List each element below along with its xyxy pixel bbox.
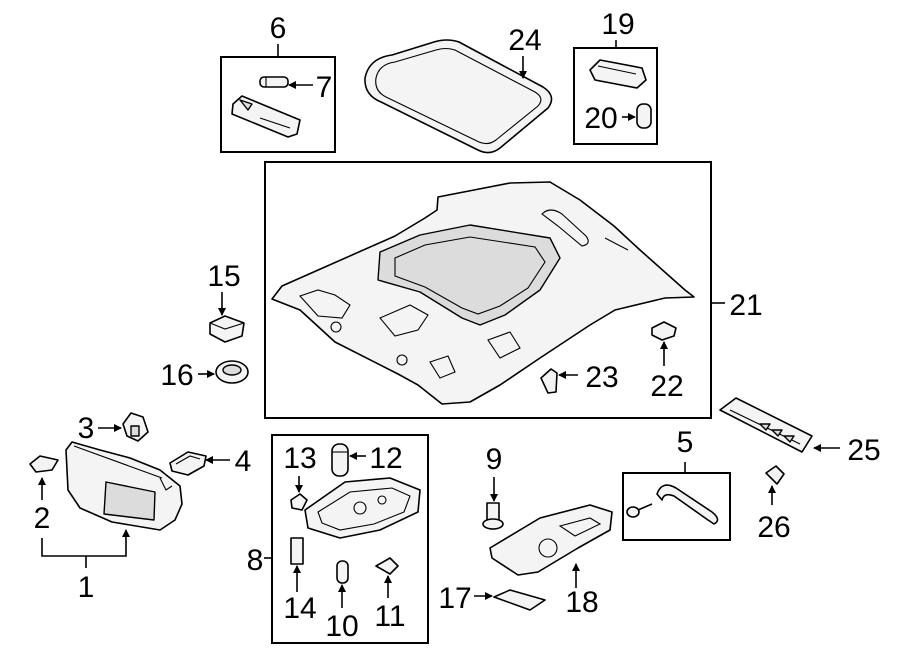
callout-7: 7	[316, 71, 333, 104]
switch-13-part	[290, 493, 308, 511]
overhead-console-8-part	[304, 477, 421, 539]
screw-5-part	[626, 503, 653, 518]
callout-5: 5	[677, 426, 694, 459]
vanity-lamp-part	[589, 59, 647, 89]
retainer-clip-15-part	[209, 315, 245, 343]
vanity-lamp-bulb-part	[636, 103, 652, 129]
callout-9: 9	[486, 443, 503, 476]
callout-22: 22	[650, 370, 683, 403]
cover-17-part	[493, 589, 546, 611]
callout-26: 26	[757, 511, 790, 544]
clip-26-part	[765, 465, 785, 485]
callout-10: 10	[325, 610, 358, 643]
mirror-lamp-4-part	[169, 451, 207, 476]
headliner-part	[271, 181, 695, 405]
sunvisor-holder-16-part	[215, 360, 249, 384]
callout-23: 23	[585, 361, 618, 394]
clip-23-part	[540, 368, 558, 394]
callout-2: 2	[34, 502, 51, 535]
callout-21: 21	[729, 289, 762, 322]
callout-6: 6	[270, 12, 287, 45]
callout-4: 4	[235, 445, 252, 478]
garnish-25-part	[719, 397, 813, 453]
callout-24: 24	[508, 24, 541, 57]
leader-1	[41, 529, 130, 557]
callout-12: 12	[369, 442, 402, 475]
callout-13: 13	[283, 442, 316, 475]
grab-handle-5-part	[656, 484, 719, 525]
callout-11: 11	[374, 600, 405, 633]
sun-visor-1-part	[65, 441, 183, 531]
callout-19: 19	[601, 8, 634, 41]
visor-hook-3-part	[122, 412, 149, 442]
group-frame-5	[622, 472, 731, 541]
group-frame-8	[271, 434, 429, 644]
lamp-lens-12-part	[331, 443, 349, 477]
callout-14: 14	[283, 592, 316, 625]
group-frame-21	[264, 161, 712, 419]
bulb-10-part	[336, 560, 349, 584]
callout-15: 15	[207, 260, 240, 293]
callout-16: 16	[160, 359, 193, 392]
socket-11-part	[375, 557, 399, 575]
sunroof-seal-part	[364, 39, 553, 154]
callout-20: 20	[584, 102, 617, 135]
pad-14-part	[290, 537, 304, 565]
callout-17: 17	[438, 582, 471, 615]
map-light-bulb-part	[259, 76, 289, 88]
callout-3: 3	[78, 412, 95, 445]
roof-console-18-part	[489, 504, 613, 576]
callout-1: 1	[78, 571, 95, 604]
bolt-9-part	[482, 502, 504, 530]
callout-8: 8	[247, 544, 264, 577]
dome-lamp-housing-part	[231, 95, 301, 138]
callout-18: 18	[565, 586, 598, 619]
mirror-cover-2-part	[29, 455, 59, 473]
bracket-22-part	[651, 321, 677, 341]
callout-25: 25	[847, 434, 880, 467]
